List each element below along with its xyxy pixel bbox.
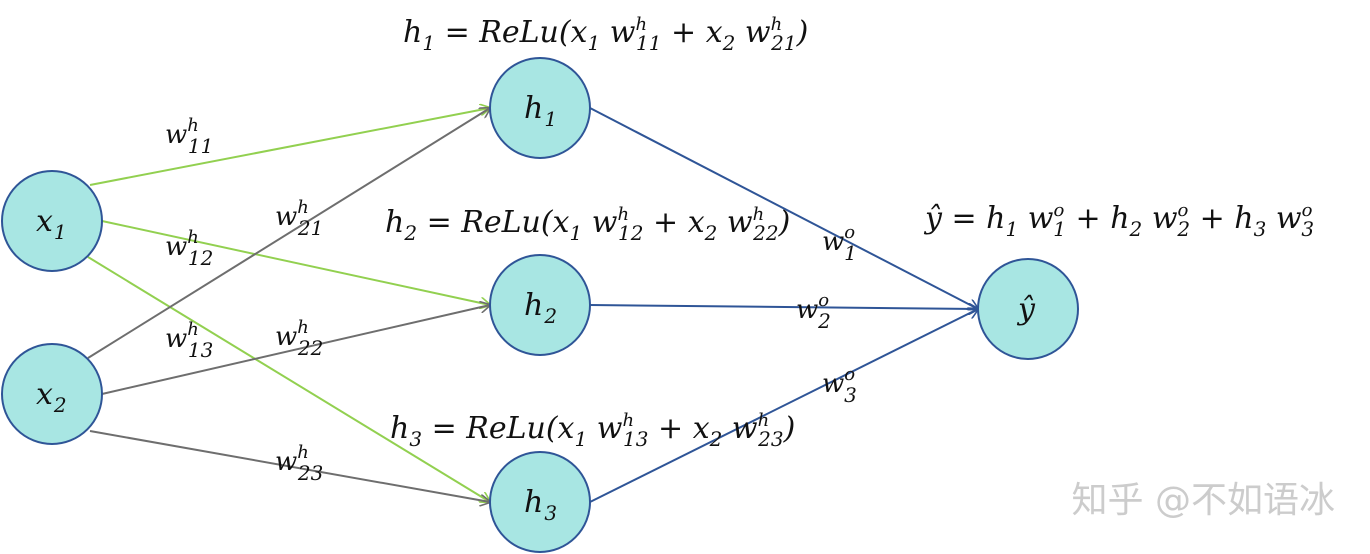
- node-yhat: ŷ: [977, 258, 1079, 360]
- edge-h2-yhat: [589, 305, 978, 309]
- edge-x2-h3: [89, 430, 490, 502]
- edge-h3-yhat: [589, 309, 978, 503]
- node-h2: h2: [489, 254, 591, 356]
- node-label-x1: x1: [36, 204, 67, 244]
- edge-h1-yhat: [589, 107, 978, 309]
- edge-x1-h2: [101, 220, 490, 305]
- node-circle-h3: [489, 451, 591, 553]
- nodes: x1 x2 h1 h2 h3 ŷ: [1, 57, 1079, 553]
- node-h1: h1: [489, 57, 591, 159]
- node-label-x2: x2: [36, 377, 67, 417]
- edges: [87, 107, 978, 503]
- edge-x1-h3: [87, 256, 490, 502]
- node-circle-h2: [489, 254, 591, 356]
- edge-x2-h1: [87, 108, 490, 359]
- node-x2: x2: [1, 343, 103, 445]
- node-label-h2: h2: [524, 288, 557, 328]
- node-label-h1: h1: [524, 91, 557, 131]
- node-circle-x1: [1, 170, 103, 272]
- watermark-text: 知乎 @不如语冰: [1072, 480, 1335, 521]
- node-x1: x1: [1, 170, 103, 272]
- edge-x1-h1: [89, 108, 490, 186]
- node-label-yhat: ŷ: [1016, 292, 1036, 327]
- node-circle-x2: [1, 343, 103, 445]
- edge-x2-h2: [101, 305, 490, 395]
- node-h3: h3: [489, 451, 591, 553]
- node-circle-yhat: [977, 258, 1079, 360]
- node-label-h3: h3: [524, 485, 557, 525]
- node-circle-h1: [489, 57, 591, 159]
